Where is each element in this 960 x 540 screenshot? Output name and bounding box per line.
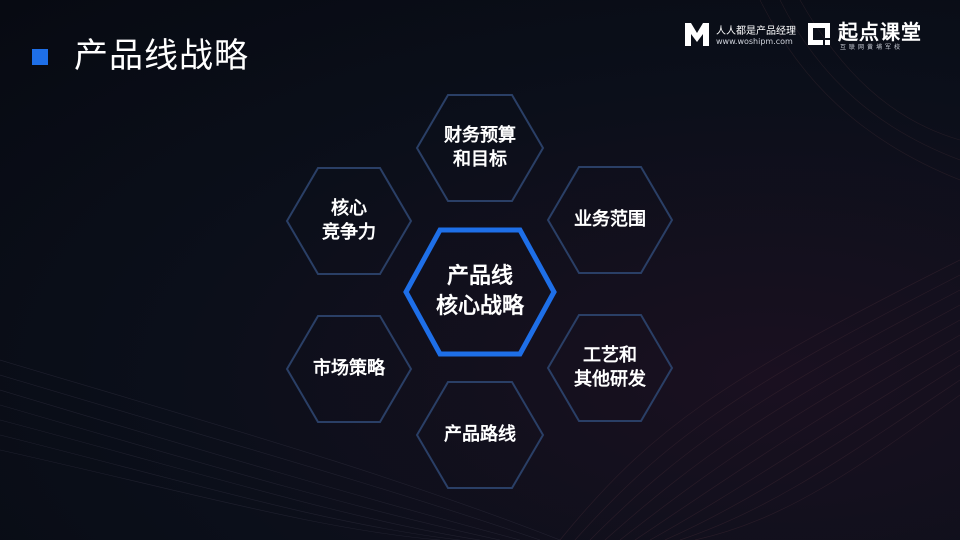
hex-top: [415, 94, 545, 202]
hex-upper-right-label: 业务范围: [550, 190, 670, 250]
logo-qidian-name: 起点课堂: [838, 20, 922, 44]
hex-top-label: 财务预算 和目标: [420, 118, 540, 178]
hex-top-line2: 和目标: [453, 149, 507, 170]
hex-lower-left-line1: 市场策略: [313, 358, 385, 379]
hex-lower-right-label: 工艺和 其他研发: [550, 338, 670, 398]
qidian-logo-icon: [808, 23, 830, 45]
hex-upper-left-line1: 核心: [331, 198, 367, 219]
hex-center-line1: 产品线: [446, 264, 513, 289]
hex-upper-left-label: 核心 竞争力: [289, 191, 409, 251]
hex-bottom-line1: 产品路线: [444, 424, 516, 445]
brand-logo: 人人都是产品经理 www.woshipm.com 起点课堂 互联网黄埔军校: [683, 18, 943, 52]
hex-center-label: 产品线 核心战略: [410, 257, 550, 327]
logo-url: www.woshipm.com: [716, 37, 793, 46]
hex-upper-left-line2: 竞争力: [322, 222, 376, 243]
title-bullet-square: [32, 49, 48, 65]
hex-center-line2: 核心战略: [435, 294, 524, 319]
hex-upper-left: [285, 167, 413, 275]
hex-upper-right: [546, 166, 674, 274]
logo-brand-name: 人人都是产品经理: [716, 26, 796, 37]
hex-upper-right-line1: 业务范围: [574, 209, 646, 230]
logo-slogan: 互联网黄埔军校: [840, 44, 904, 51]
hex-lower-right-line1: 工艺和: [583, 345, 637, 366]
hex-top-line1: 财务预算: [444, 125, 516, 146]
hex-center: [403, 227, 557, 357]
hex-lower-left-label: 市场策略: [289, 339, 409, 399]
hex-lower-right-line2: 其他研发: [574, 369, 646, 390]
page-title: 产品线战略: [74, 36, 249, 76]
hex-bottom-label: 产品路线: [420, 405, 540, 465]
hex-bottom: [415, 381, 545, 489]
hex-lower-left: [285, 315, 413, 423]
hex-lower-right: [546, 314, 674, 422]
woshipm-logo-icon: [685, 23, 709, 46]
